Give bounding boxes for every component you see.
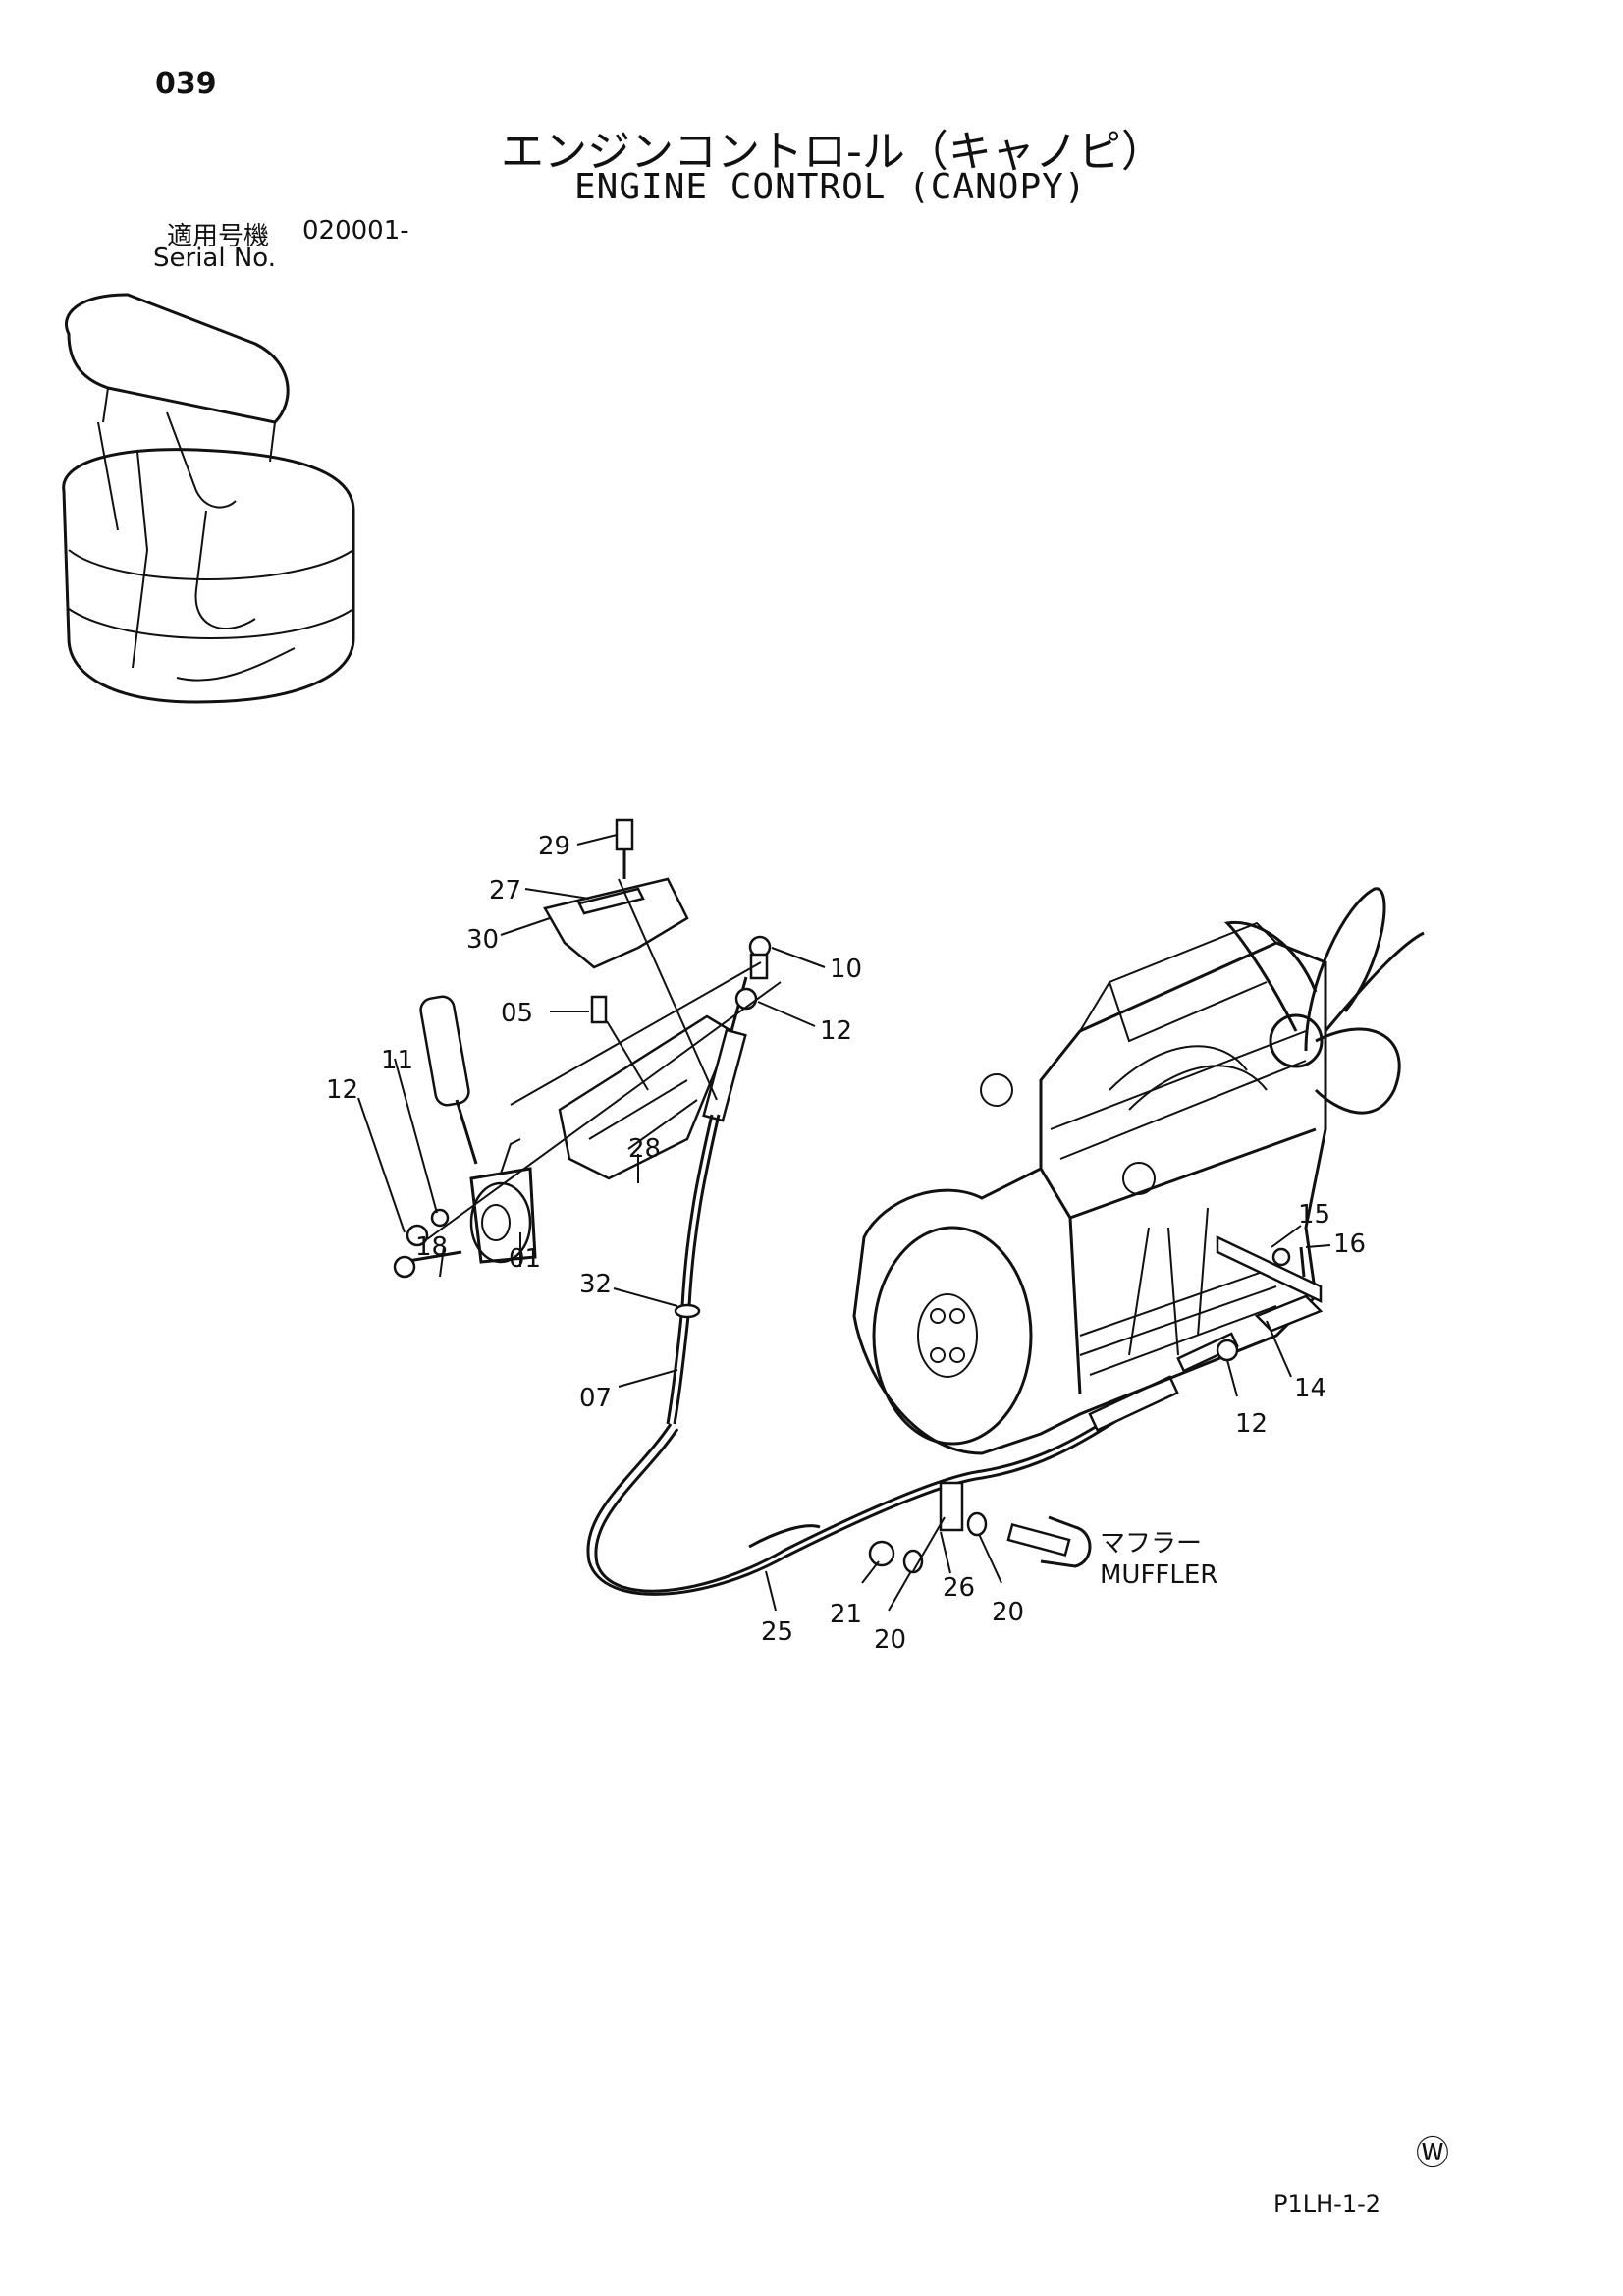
- callout-10: 10: [830, 955, 862, 984]
- callout-05: 05: [501, 999, 533, 1028]
- callout-28: 28: [628, 1134, 661, 1164]
- callout-07: 07: [579, 1384, 612, 1413]
- callout-11: 11: [381, 1046, 413, 1075]
- callout-12-lever: 12: [326, 1075, 358, 1105]
- page-number: 039: [155, 67, 217, 101]
- callout-15: 15: [1298, 1200, 1330, 1230]
- callout-32: 32: [579, 1270, 612, 1299]
- callout-25: 25: [761, 1617, 793, 1647]
- throttle-lever-assembly: [393, 995, 537, 1279]
- callout-29: 29: [538, 832, 570, 861]
- serial-label-japanese: 適用号機: [167, 222, 270, 251]
- callout-30: 30: [466, 925, 499, 955]
- page-title-japanese: エンジンコントロ-ル（キャノピ）: [501, 127, 1164, 177]
- leader-lines: [357, 834, 1331, 1612]
- callout-26: 26: [943, 1573, 975, 1603]
- callout-14: 14: [1294, 1374, 1326, 1403]
- cover-plate-assembly: [543, 818, 689, 969]
- callout-20-right: 20: [992, 1598, 1024, 1627]
- callout-27: 27: [489, 876, 521, 905]
- engine-illustration: [852, 887, 1425, 1455]
- throttle-cable: [586, 976, 1239, 1596]
- serial-label-english: Serial No.: [153, 244, 276, 273]
- machine-thumbnail-illustration: [62, 293, 355, 704]
- muffler-label-japanese: マフラー: [1100, 1529, 1202, 1558]
- callout-16: 16: [1333, 1230, 1366, 1259]
- callout-18: 18: [415, 1232, 448, 1262]
- callout-21: 21: [830, 1600, 862, 1629]
- callout-20-left: 20: [874, 1625, 906, 1655]
- bracket-28: [558, 995, 733, 1180]
- serial-number-value: 020001-: [302, 216, 409, 246]
- callout-12-cable-end: 12: [820, 1016, 852, 1046]
- muffler-label-english: MUFFLER: [1100, 1560, 1217, 1590]
- clamp-and-fasteners: [868, 1481, 1092, 1574]
- page-title-english: ENGINE CONTROL (CANOPY): [574, 167, 1087, 207]
- callout-12-engine: 12: [1235, 1409, 1268, 1439]
- footer-code: P1LH-1-2: [1273, 2190, 1381, 2217]
- callout-01: 01: [509, 1244, 541, 1274]
- w-mark-icon: Ⓦ: [1416, 2134, 1449, 2173]
